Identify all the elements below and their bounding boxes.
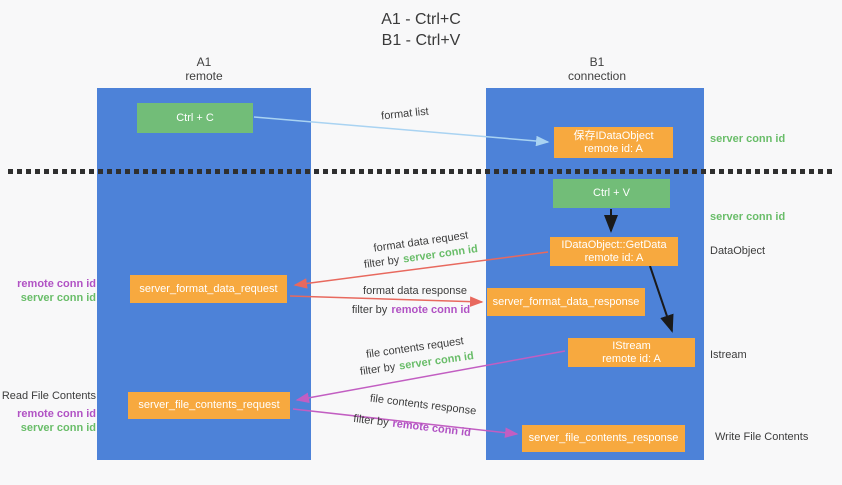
node-server-format-data-response-label: server_format_data_response <box>492 295 640 308</box>
node-save-idataobject-line2: remote id: A <box>584 142 643 155</box>
node-idataobject-getdata-line2: remote id: A <box>584 251 644 264</box>
filter-by-text: filter by <box>359 361 397 378</box>
left-server-conn-id-label-2: server conn id <box>20 422 96 434</box>
node-ctrl-v: Ctrl + V <box>553 179 670 208</box>
node-save-idataobject: 保存IDataObject remote id: A <box>554 127 673 158</box>
title-line-1: A1 - Ctrl+C <box>381 11 461 28</box>
remote-conn-id-text: remote conn id <box>391 417 472 440</box>
node-ctrl-v-label: Ctrl + V <box>593 187 630 199</box>
node-server-file-contents-request: server_file_contents_request <box>128 392 290 419</box>
left-server-conn-id-label: server conn id <box>20 292 96 304</box>
node-idataobject-getdata-line1: IDataObject::GetData <box>561 238 667 251</box>
node-istream-line1: IStream <box>612 339 651 352</box>
node-istream: IStream remote id: A <box>568 338 695 367</box>
format-list-label: format list <box>380 105 430 123</box>
node-ctrl-c-label: Ctrl + C <box>176 111 214 124</box>
node-idataobject-getdata: IDataObject::GetData remote id: A <box>550 237 678 266</box>
filter-by-text: filter by <box>351 304 388 316</box>
lane-header-b1: B1 connection <box>547 55 647 83</box>
format-data-response-label: format data response <box>363 285 467 297</box>
node-server-format-data-request: server_format_data_request <box>130 275 287 303</box>
node-server-format-data-request-label: server_format_data_request <box>139 282 278 295</box>
left-remote-conn-id-label: remote conn id <box>17 278 96 290</box>
node-server-file-contents-response: server_file_contents_response <box>522 425 685 452</box>
write-file-contents-label: Write File Contents <box>715 431 809 443</box>
lane-b1-name: B1 <box>589 55 605 69</box>
left-remote-conn-id-label-2: remote conn id <box>17 408 96 420</box>
lane-b1-subtitle: connection <box>567 69 627 83</box>
data-object-label: DataObject <box>710 245 766 257</box>
node-ctrl-c: Ctrl + C <box>137 103 253 133</box>
title-line-2: B1 - Ctrl+V <box>381 32 461 49</box>
lane-header-a1: A1 remote <box>154 55 254 83</box>
node-istream-line2: remote id: A <box>602 352 661 365</box>
node-server-format-data-response: server_format_data_response <box>487 288 645 316</box>
node-save-idataobject-line1: 保存IDataObject <box>573 129 654 142</box>
read-file-contents-label: Read File Contents <box>1 390 96 402</box>
lane-a1-name: A1 <box>196 55 212 69</box>
remote-conn-id-text: remote conn id <box>391 304 471 316</box>
right-server-conn-id-label-mid: server conn id <box>710 211 786 223</box>
node-server-file-contents-request-label: server_file_contents_request <box>138 399 280 411</box>
right-server-conn-id-label-top: server conn id <box>710 133 786 145</box>
lane-a1-subtitle: remote <box>185 69 223 83</box>
filter-by-text: filter by <box>363 254 401 271</box>
dotted-divider <box>8 169 836 174</box>
diagram-title: A1 - Ctrl+C B1 - Ctrl+V <box>0 9 842 51</box>
node-server-file-contents-response-label: server_file_contents_response <box>528 432 679 444</box>
istream-label: Istream <box>710 349 747 361</box>
filter-by-text: filter by <box>352 412 390 430</box>
